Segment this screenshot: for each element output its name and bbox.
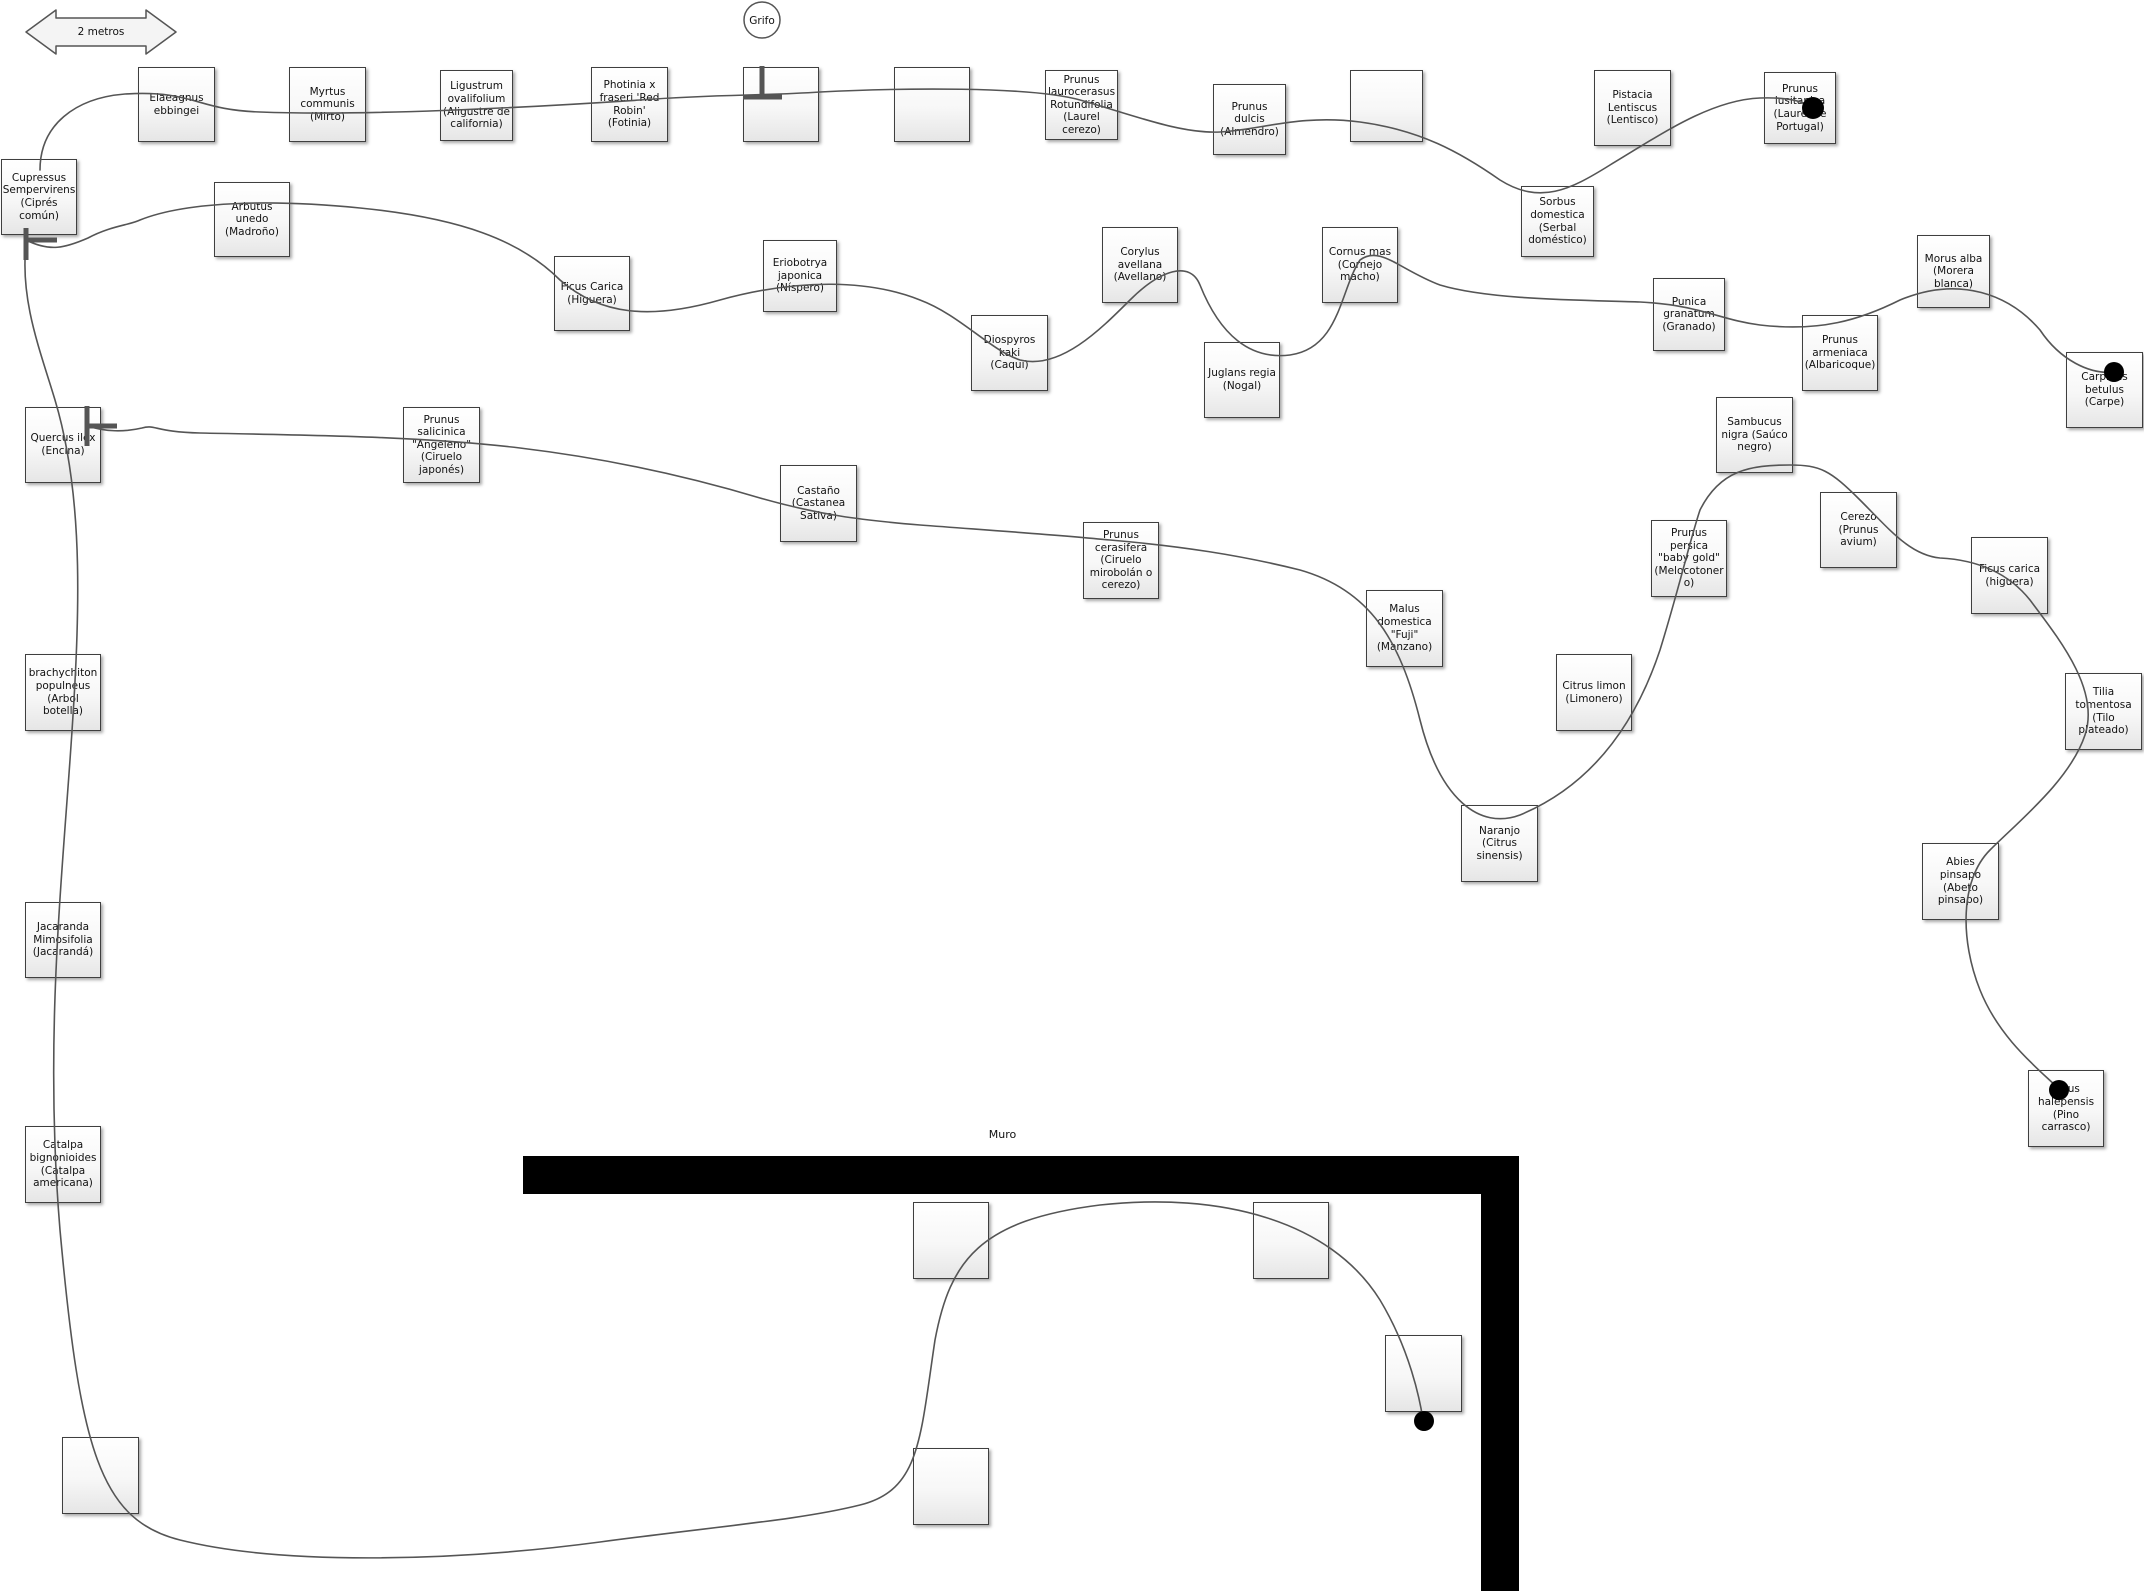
plant-box[interactable]: Corylus avellana (Avellano)	[1102, 227, 1178, 303]
plant-box[interactable]: Citrus limon (Limonero)	[1556, 654, 1632, 731]
plant-box[interactable]: Jacaranda Mimosifolia (Jacarandá)	[25, 902, 101, 978]
plant-box[interactable]	[1253, 1202, 1329, 1279]
faucet-label: Grifo	[749, 15, 775, 27]
scale-label: 2 metros	[78, 26, 125, 38]
scale-arrow: 2 metros	[25, 9, 177, 55]
pipe-end-dot	[1414, 1411, 1434, 1431]
plant-box[interactable]: Eriobotrya japonica (Níspero)	[763, 240, 837, 312]
plant-box[interactable]: Prunus lusitanica (Laurel de Portugal)	[1764, 72, 1836, 144]
plant-box[interactable]: brachychiton populneus (Arbol botella)	[25, 654, 101, 731]
plant-box[interactable]: Abies pinsapo (Abeto pinsapo)	[1922, 843, 1999, 920]
irrigation-pipe-row3	[87, 425, 2090, 1091]
plant-box[interactable]: Morus alba (Morera blanca)	[1917, 235, 1990, 308]
irrigation-pipe-row1	[39, 88, 1813, 194]
plant-box[interactable]: Photinia x fraseri 'Red Robin' (Fotinia)	[591, 67, 668, 142]
plant-box[interactable]: Tilia tomentosa (Tilo plateado)	[2065, 673, 2142, 750]
pipe-end-dot	[2049, 1080, 2069, 1100]
plant-box[interactable]: Prunus persica "baby gold" (Melocotoner …	[1651, 520, 1727, 597]
plant-box[interactable]	[894, 67, 970, 142]
plant-box[interactable]: Ficus Carica (Higuera)	[554, 256, 630, 331]
plant-box[interactable]: Prunus laurocerasus Rotundifolia (Laurel…	[1045, 70, 1118, 140]
plant-box[interactable]: Castaño (Castanea Sativa)	[780, 465, 857, 542]
valve-middle	[84, 406, 117, 446]
irrigation-pipe-perimeter	[24, 244, 1424, 1559]
plant-box[interactable]	[913, 1448, 989, 1525]
plant-box[interactable]: Cupressus Sempervirens (Ciprés común)	[1, 159, 77, 235]
plant-box[interactable]	[1385, 1335, 1462, 1412]
plant-box[interactable]	[62, 1437, 139, 1514]
pipe-end-dot	[2104, 362, 2124, 382]
plant-box[interactable]: Malus domestica "Fuji" (Manzano)	[1366, 590, 1443, 667]
plant-box[interactable]: Cerezo (Prunus avium)	[1820, 492, 1897, 568]
plant-box[interactable]: Sorbus domestica (Serbal doméstico)	[1521, 186, 1594, 257]
wall-horizontal	[523, 1156, 1519, 1194]
plant-box[interactable]: Naranjo (Citrus sinensis)	[1461, 805, 1538, 882]
valve-left	[23, 228, 57, 260]
plant-box[interactable]: Myrtus communis (Mirto)	[289, 67, 366, 142]
plant-box[interactable]: Pistacia Lentiscus (Lentisco)	[1594, 70, 1671, 146]
plant-box[interactable]: Sambucus nigra (Saúco negro)	[1716, 397, 1793, 473]
plant-box[interactable]	[913, 1202, 989, 1279]
wall-label: Muro	[988, 1128, 1017, 1141]
valve-top	[743, 66, 782, 100]
plant-box[interactable]: Diospyros kaki (Caqui)	[971, 315, 1048, 391]
plant-box[interactable]: Cornus mas (Cornejo macho)	[1322, 227, 1398, 303]
plant-box[interactable]: Prunus armeniaca (Albaricoque)	[1802, 315, 1878, 391]
wall-vertical	[1481, 1156, 1519, 1591]
plant-box[interactable]	[743, 67, 819, 142]
faucet-symbol: Grifo	[743, 1, 781, 39]
plant-box[interactable]: Ligustrum ovalifolium (Aligustre de cali…	[440, 70, 513, 141]
pipe-end-dot	[1802, 97, 1824, 119]
plant-box[interactable]: Catalpa bignonioides (Catalpa americana)	[25, 1126, 101, 1203]
irrigation-pipe-row2	[25, 202, 2116, 374]
plant-box[interactable]: Ficus carica (higuera)	[1971, 537, 2048, 614]
plant-box[interactable]	[1350, 70, 1423, 142]
plant-box[interactable]: Prunus dulcis (Almendro)	[1213, 84, 1286, 155]
plant-box[interactable]: Prunus cerasifera (Ciruelo mirobolán o c…	[1083, 522, 1159, 599]
